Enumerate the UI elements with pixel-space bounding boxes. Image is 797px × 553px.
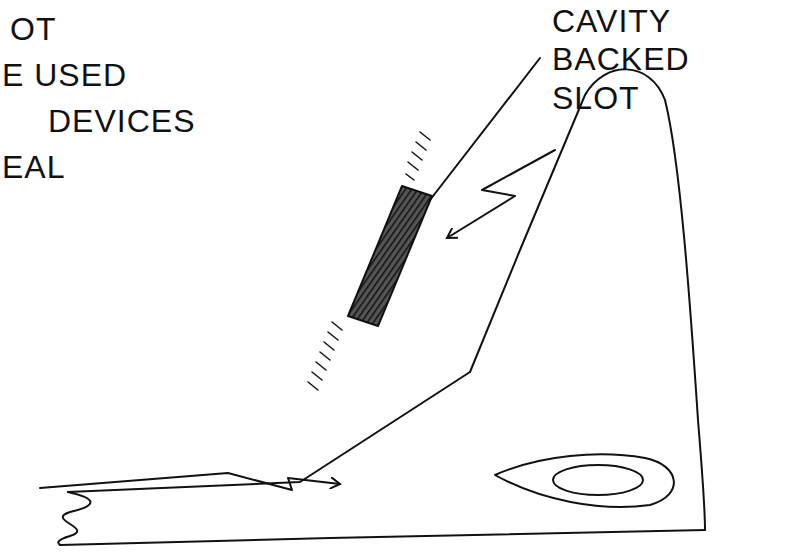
zigzag-arrow [447, 150, 555, 238]
edge-hatching [308, 132, 430, 390]
cut-end [58, 492, 90, 545]
fin-outline [470, 69, 705, 530]
slot-label: CAVITY BACKED SLOT [552, 2, 690, 117]
note-text: OT [10, 10, 56, 48]
leader-line [430, 58, 540, 200]
note-text: EAL [2, 148, 65, 186]
fuselage-top-edge [68, 372, 470, 492]
note-text: DEVICES [48, 102, 195, 140]
fairing-inner [553, 465, 643, 495]
note-text: E USED [2, 56, 127, 94]
fuselage-arrow [40, 473, 340, 490]
fairing-outline [495, 454, 674, 507]
slot [348, 186, 432, 326]
fuselage-bottom-edge [60, 530, 705, 545]
